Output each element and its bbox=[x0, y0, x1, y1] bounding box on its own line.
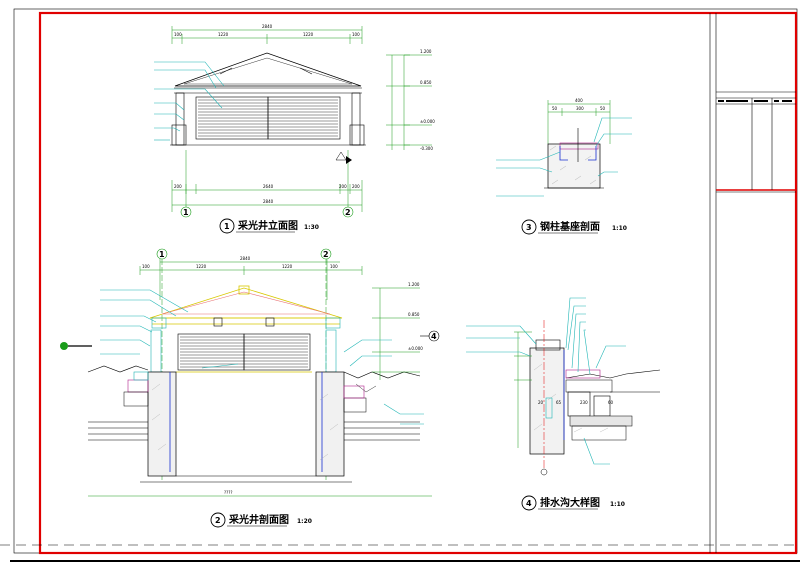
svg-text:200: 200 bbox=[352, 184, 360, 189]
svg-text:200: 200 bbox=[339, 184, 347, 189]
svg-text:1: 1 bbox=[183, 208, 189, 217]
elevation-leaders bbox=[154, 61, 225, 141]
svg-text:1220: 1220 bbox=[303, 32, 314, 37]
svg-text:60: 60 bbox=[608, 400, 614, 405]
sheet-frame bbox=[0, 8, 800, 562]
svg-text:400: 400 bbox=[575, 98, 583, 103]
svg-text:2: 2 bbox=[345, 208, 351, 217]
section-grid-axis-2: 2 bbox=[320, 248, 332, 260]
elevation-level-marker-icon bbox=[335, 151, 347, 161]
drawing-title-2: 2 采光井剖面图 1:20 bbox=[210, 512, 312, 528]
svg-text:200: 200 bbox=[174, 184, 182, 189]
svg-text:钢柱基座剖面: 钢柱基座剖面 bbox=[540, 220, 600, 233]
svg-text:±0.000: ±0.000 bbox=[408, 346, 423, 351]
drawing-title-3: 3 钢柱基座剖面 1:10 bbox=[521, 219, 627, 235]
section-right-ground bbox=[343, 371, 421, 441]
svg-text:100: 100 bbox=[330, 264, 338, 269]
svg-text:1.200: 1.200 bbox=[420, 49, 432, 54]
elevation-louver bbox=[195, 96, 341, 140]
svg-text:300: 300 bbox=[576, 106, 584, 111]
svg-text:2640: 2640 bbox=[263, 184, 274, 189]
concrete-hatch bbox=[549, 145, 597, 185]
svg-text:1220: 1220 bbox=[196, 264, 207, 269]
svg-text:50: 50 bbox=[600, 106, 606, 111]
svg-text:排水沟大样图: 排水沟大样图 bbox=[540, 496, 600, 509]
svg-text:100: 100 bbox=[352, 32, 360, 37]
svg-text:1:30: 1:30 bbox=[304, 224, 319, 231]
svg-text:2: 2 bbox=[323, 250, 329, 259]
svg-text:100: 100 bbox=[142, 264, 150, 269]
svg-text:1:10: 1:10 bbox=[610, 501, 625, 508]
svg-text:采光井剖面图: 采光井剖面图 bbox=[228, 513, 289, 526]
svg-text:100: 100 bbox=[174, 32, 182, 37]
drawing-title-4: 4 排水沟大样图 1:10 bbox=[521, 495, 625, 511]
svg-text:50: 50 bbox=[552, 106, 558, 111]
svg-text:4: 4 bbox=[526, 499, 532, 508]
title-block-entries bbox=[718, 100, 792, 102]
svg-text:-0.300: -0.300 bbox=[420, 146, 433, 151]
svg-text:4: 4 bbox=[431, 332, 437, 341]
svg-text:2840: 2840 bbox=[240, 256, 251, 261]
column-base-detail: 400 50 300 50 3 钢柱基座剖面 1:10 bbox=[496, 98, 632, 235]
section-view: 2840 1220 1220 100 100 1 2 bbox=[60, 248, 440, 528]
svg-text:2840: 2840 bbox=[262, 24, 273, 29]
elevation-grid-axis-1: 1 bbox=[180, 206, 192, 218]
elevation-gable-roof bbox=[174, 52, 362, 87]
svg-text:1:10: 1:10 bbox=[612, 225, 627, 232]
svg-text:±0.000: ±0.000 bbox=[420, 119, 435, 124]
elevation-level-dimensions bbox=[386, 54, 432, 150]
svg-text:1: 1 bbox=[159, 250, 165, 259]
svg-text:2: 2 bbox=[215, 516, 221, 525]
title-block bbox=[716, 91, 796, 193]
section-callout-marker-icon: 4 bbox=[420, 330, 440, 342]
svg-text:采光井立面图: 采光井立面图 bbox=[237, 219, 298, 232]
elevation-view: 2840 1220 1220 100 100 bbox=[154, 24, 435, 234]
drain-detail: 20 65 230 60 4 排水沟大样图 1:10 bbox=[466, 297, 661, 511]
svg-text:230: 230 bbox=[580, 400, 588, 405]
svg-text:2840: 2840 bbox=[263, 199, 274, 204]
section-left-ground bbox=[87, 365, 149, 441]
svg-text:0.850: 0.850 bbox=[420, 80, 432, 85]
svg-text:20: 20 bbox=[538, 400, 544, 405]
drawing-title-1: 1 采光井立面图 1:30 bbox=[219, 218, 319, 234]
svg-text:????: ???? bbox=[224, 490, 233, 495]
svg-text:1: 1 bbox=[224, 222, 230, 231]
svg-text:3: 3 bbox=[526, 223, 532, 232]
section-louver bbox=[177, 333, 311, 371]
drain-leaders bbox=[466, 297, 626, 465]
elevation-top-dimensions bbox=[171, 26, 363, 44]
svg-text:1.200: 1.200 bbox=[408, 282, 420, 287]
section-leaders bbox=[100, 289, 424, 425]
svg-text:65: 65 bbox=[556, 400, 562, 405]
svg-text:0.850: 0.850 bbox=[408, 312, 420, 317]
svg-text:1220: 1220 bbox=[218, 32, 229, 37]
svg-text:1:20: 1:20 bbox=[297, 518, 312, 525]
section-symbol-icon bbox=[60, 342, 92, 350]
svg-text:1220: 1220 bbox=[282, 264, 293, 269]
drain-soil-layers bbox=[565, 369, 661, 441]
elevation-grid-axis-2: 2 bbox=[342, 206, 354, 218]
section-grid-axis-1: 1 bbox=[156, 248, 168, 260]
